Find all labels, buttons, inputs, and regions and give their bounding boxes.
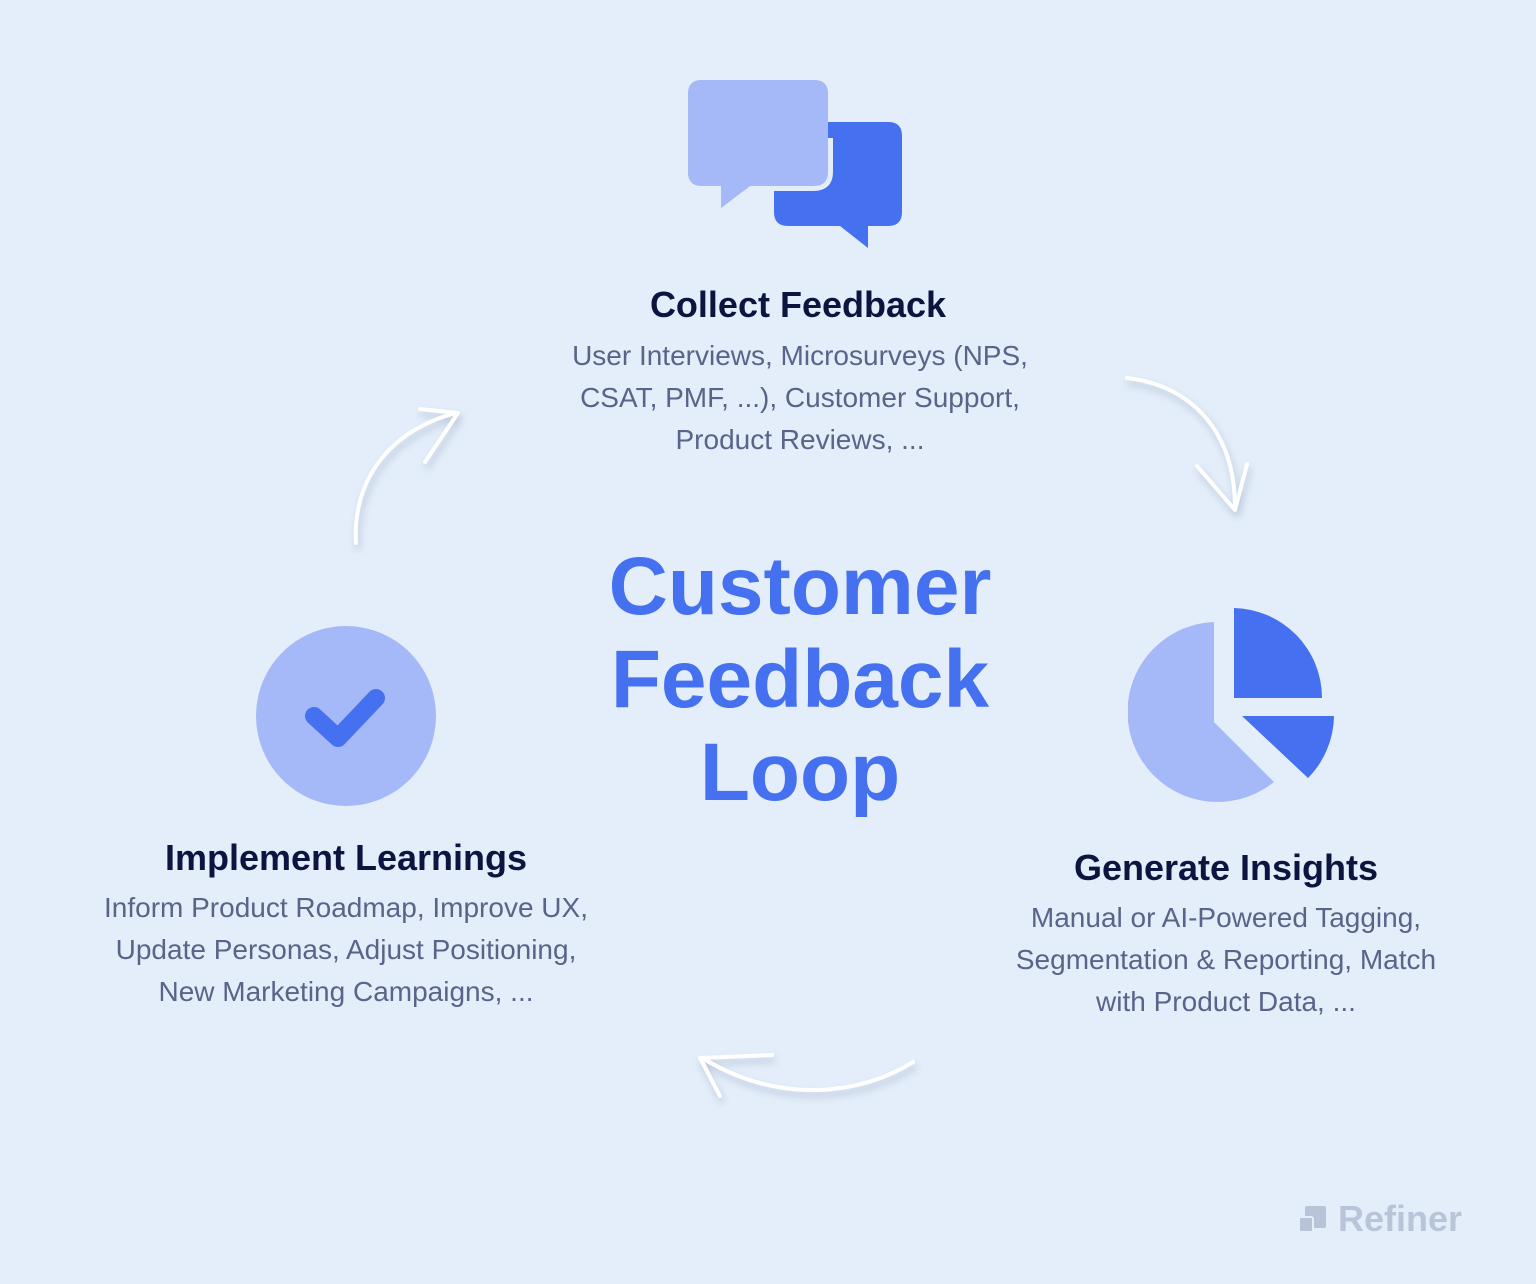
title-line: Customer xyxy=(608,541,992,632)
description-line: Inform Product Roadmap, Improve UX, xyxy=(104,892,588,923)
brand-name: Refiner xyxy=(1338,1198,1463,1239)
stage-description-collect: User Interviews, Microsurveys (NPS, CSAT… xyxy=(500,335,1100,461)
description-line: with Product Data, ... xyxy=(1096,986,1356,1017)
stage-title-implement: Implement Learnings xyxy=(164,837,528,878)
stage-title-insights: Generate Insights xyxy=(1073,847,1379,888)
description-line: Segmentation & Reporting, Match xyxy=(1015,944,1437,975)
refiner-logo: Refiner xyxy=(1298,1198,1462,1240)
arrow-collect-to-insights xyxy=(1125,376,1249,512)
stage-description-implement: Inform Product Roadmap, Improve UX, Upda… xyxy=(46,887,646,1013)
chat-bubbles-icon xyxy=(688,80,902,248)
arrow-insights-to-implement xyxy=(698,1053,915,1098)
description-line: Product Reviews, ... xyxy=(675,424,925,455)
title-line: Loop xyxy=(699,727,901,818)
description-line: CSAT, PMF, ...), Customer Support, xyxy=(580,382,1020,413)
pie-chart-icon xyxy=(1128,608,1334,802)
refiner-logo-icon xyxy=(1298,1206,1326,1233)
description-line: Update Personas, Adjust Positioning, xyxy=(115,934,577,965)
description-line: Manual or AI-Powered Tagging, xyxy=(1030,902,1422,933)
description-line: New Marketing Campaigns, ... xyxy=(158,976,534,1007)
stage-description-insights: Manual or AI-Powered Tagging, Segmentati… xyxy=(926,897,1526,1023)
check-circle-icon xyxy=(256,626,436,806)
description-line: User Interviews, Microsurveys (NPS, xyxy=(572,340,1028,371)
arrow-implement-to-collect xyxy=(353,407,460,545)
stage-title-collect: Collect Feedback xyxy=(649,284,947,325)
main-title: Customer Feedback Loop xyxy=(560,540,1040,819)
title-line: Feedback xyxy=(610,634,990,725)
